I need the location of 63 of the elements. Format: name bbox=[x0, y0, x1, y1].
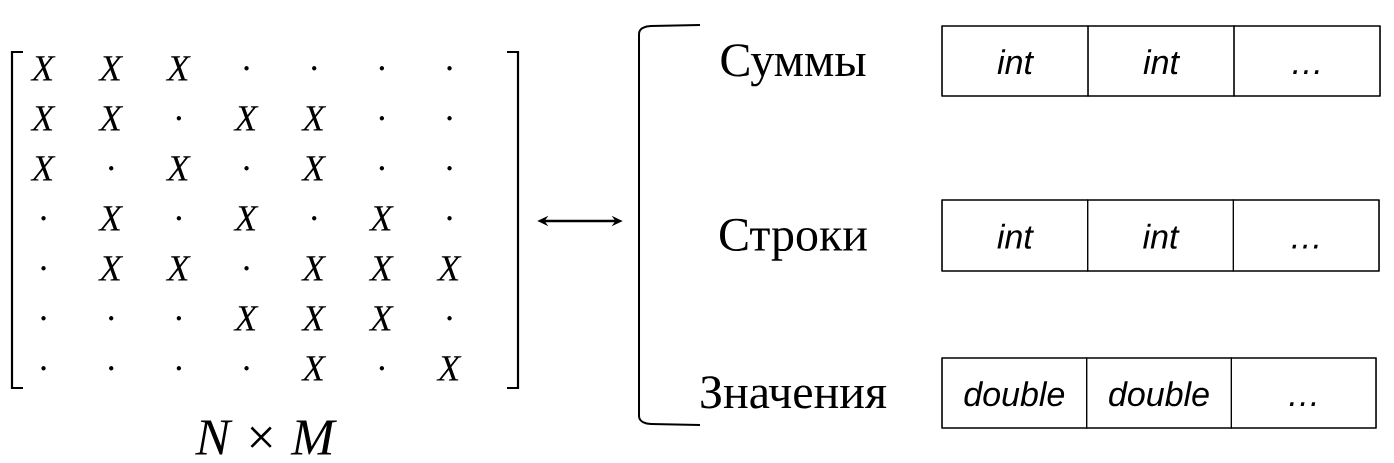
matrix-entry: X bbox=[436, 356, 462, 381]
matrix-entry: X bbox=[301, 356, 327, 381]
matrix-entry: · bbox=[41, 266, 46, 271]
matrix-entry: · bbox=[176, 366, 182, 371]
matrix-entry: X bbox=[30, 156, 56, 181]
matrix-entry: · bbox=[312, 216, 317, 221]
array-cell: double bbox=[941, 357, 1088, 429]
matrix-entry: · bbox=[447, 66, 452, 71]
array-cell: int bbox=[1087, 25, 1235, 97]
matrix-entry: · bbox=[244, 366, 249, 371]
matrix-entry: · bbox=[41, 316, 46, 321]
matrix-entry: X bbox=[165, 156, 191, 181]
matrix-entry: X bbox=[301, 106, 327, 131]
matrix-entry: · bbox=[244, 266, 249, 271]
array-cell: … bbox=[1230, 357, 1377, 429]
matrix-entry: X bbox=[165, 256, 191, 281]
array-cell: … bbox=[1233, 25, 1381, 97]
matrix-entry: · bbox=[312, 66, 317, 71]
matrix-entry: · bbox=[447, 166, 452, 171]
matrix-entry: · bbox=[176, 116, 182, 121]
bracket bbox=[638, 24, 701, 426]
matrix-entry: X bbox=[98, 256, 124, 281]
array-label: Строки bbox=[720, 218, 867, 261]
matrix-entry: · bbox=[41, 366, 46, 371]
matrix-entry: · bbox=[109, 366, 114, 371]
matrix-entry: X bbox=[98, 206, 124, 231]
array-cell: int bbox=[941, 199, 1089, 272]
matrix-entry: · bbox=[379, 166, 385, 171]
matrix-entry: · bbox=[176, 216, 182, 221]
matrix-entry: · bbox=[244, 66, 249, 71]
matrix-entry: X bbox=[98, 56, 124, 81]
matrix-entry: X bbox=[233, 106, 259, 131]
matrix-entry: X bbox=[30, 56, 56, 81]
matrix-entry: X bbox=[436, 256, 462, 281]
matrix-entry: · bbox=[379, 66, 385, 71]
matrix-entry: X bbox=[301, 156, 327, 181]
matrix-entry: X bbox=[301, 306, 327, 331]
array-label: Значения bbox=[701, 376, 887, 409]
matrix-entry: X bbox=[98, 106, 124, 131]
matrix-entry: X bbox=[301, 256, 327, 281]
matrix-entry: X bbox=[368, 206, 394, 231]
matrix-entry: · bbox=[447, 216, 452, 221]
matrix-entry: X bbox=[165, 56, 191, 81]
matrix-entry: X bbox=[368, 256, 394, 281]
matrix-entry: X bbox=[233, 206, 259, 231]
matrix-entry: · bbox=[41, 216, 46, 221]
matrix-entry: X bbox=[233, 306, 259, 331]
array-cell: double bbox=[1086, 357, 1232, 429]
array-cell: … bbox=[1232, 199, 1380, 272]
matrix-entry: X bbox=[30, 106, 56, 131]
matrix-entry: · bbox=[109, 166, 114, 171]
matrix-entry: · bbox=[244, 166, 249, 171]
matrix-entry: · bbox=[379, 116, 385, 121]
array-label: Суммы bbox=[721, 44, 866, 87]
matrix-entry: X bbox=[368, 306, 394, 331]
matrix-size-label: N × M bbox=[195, 420, 337, 455]
matrix-entry: · bbox=[109, 316, 114, 321]
matrix-entry: · bbox=[447, 116, 452, 121]
array-cell: int bbox=[941, 25, 1089, 97]
array-cell: int bbox=[1087, 199, 1234, 272]
matrix-entry: · bbox=[176, 316, 182, 321]
matrix-entry: · bbox=[447, 316, 452, 321]
matrix-entry: · bbox=[379, 366, 385, 371]
